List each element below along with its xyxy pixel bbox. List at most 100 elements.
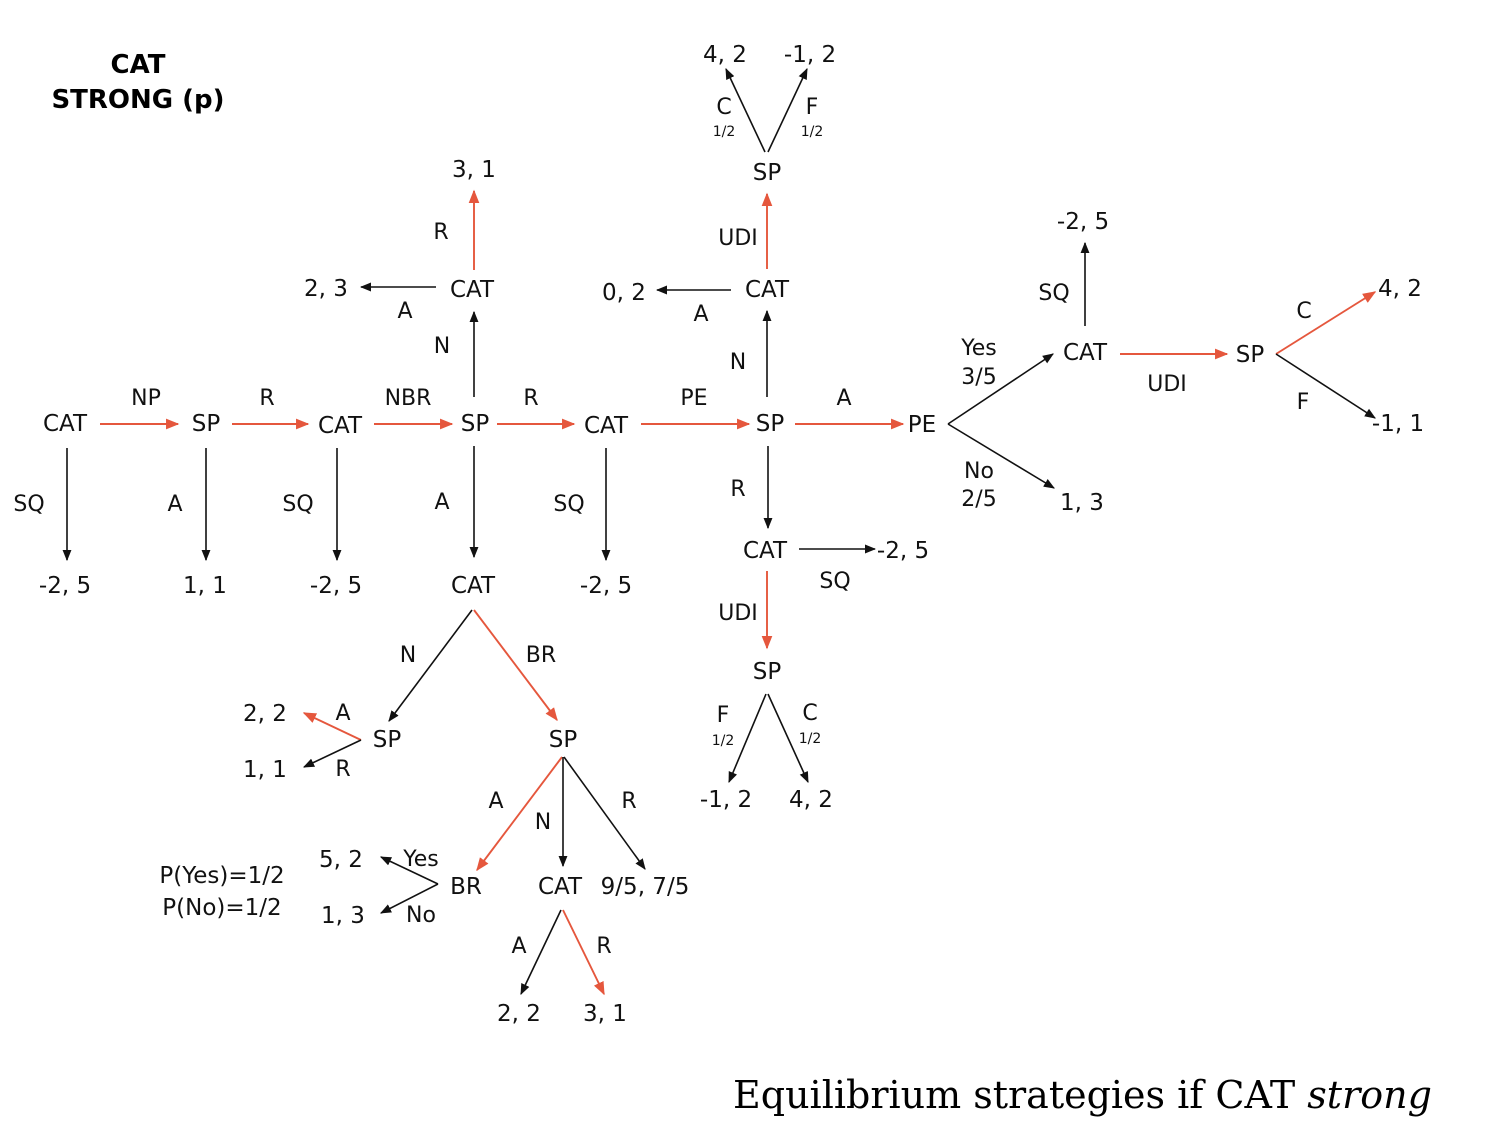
payoff-nbr-a: 2, 3 (304, 276, 348, 302)
payoff-sq-cat3: -2, 5 (580, 573, 632, 599)
edge-label-a-1: A (167, 492, 182, 517)
edge-label-r-cat: R (596, 934, 611, 959)
edge-prob-c-top: 1/2 (713, 124, 736, 140)
payoff-top-f: -1, 2 (784, 42, 836, 68)
caption: Equilibrium strategies if CAT strong (733, 1073, 1432, 1117)
edge-label-r-down: R (730, 477, 745, 502)
node-sp-yes: SP (1236, 342, 1265, 368)
payoff-no: 1, 3 (1060, 490, 1104, 516)
edge-prob-f-bottom: 1/2 (712, 733, 735, 749)
edge-label-udi-yes: UDI (1147, 372, 1187, 397)
edge-r-n (302, 739, 362, 768)
tree-edges (62, 67, 1377, 996)
edge-label-a-br: A (488, 789, 503, 814)
edge-a-br (476, 756, 563, 872)
node-sp-2: SP (461, 411, 490, 437)
edge-label-yes-br: Yes (402, 847, 439, 872)
edge-label-a-2: A (434, 490, 449, 515)
edge-label-r-1: R (259, 386, 274, 411)
payoff-yes-f: -1, 1 (1372, 411, 1424, 437)
edge-label-n-3: N (400, 643, 416, 668)
payoff-cat-a: 2, 2 (497, 1001, 541, 1027)
edge-label-r-nbr: R (433, 220, 448, 245)
edge-label-c-yes: C (1296, 299, 1311, 324)
edge-label-br: BR (526, 643, 556, 668)
edge-label-pe: PE (680, 386, 707, 411)
edge-label-sq-3: SQ (553, 492, 584, 517)
edge-c-yes (1275, 291, 1377, 355)
edge-label-r-br: R (621, 789, 636, 814)
edge-label-no-br: No (406, 903, 436, 928)
node-sp-3: SP (756, 411, 785, 437)
edge-label-f-top: F (806, 95, 819, 120)
payoff-yes-c: 4, 2 (1378, 276, 1422, 302)
edge-n-3 (388, 609, 473, 722)
node-cat-2: CAT (318, 413, 363, 439)
edge-label-yes: Yes (960, 336, 997, 361)
edge-prob-no: 2/5 (961, 487, 996, 512)
edge-r-cat (562, 909, 605, 996)
edge-label-a-pe-2: A (693, 302, 708, 327)
payoff-top-c: 4, 2 (703, 42, 747, 68)
node-cat-pe: CAT (745, 277, 790, 303)
edge-r-br (563, 756, 646, 870)
edge-f-yes (1275, 353, 1376, 419)
edge-label-r-2: R (523, 386, 538, 411)
edge-label-np: NP (131, 386, 161, 411)
edge-label-a-nbr: A (397, 299, 412, 324)
edge-label-n-br: N (535, 810, 551, 835)
payoff-bottom-f: -1, 2 (700, 787, 752, 813)
edge-prob-c-bottom: 1/2 (799, 731, 822, 747)
probability-note-yes: P(Yes)=1/2 (159, 863, 284, 889)
edge-label-c-top: C (716, 95, 731, 120)
node-cat-3: CAT (584, 413, 629, 439)
edge-label-f-yes: F (1297, 390, 1310, 415)
node-sp-1: SP (192, 411, 221, 437)
edge-label-r-n: R (335, 757, 350, 782)
title-line-1: CAT (111, 50, 166, 80)
edge-label-a-n: A (335, 701, 350, 726)
payoff-n-r: 1, 1 (243, 757, 287, 783)
node-cat-root: CAT (43, 411, 88, 437)
edge-label-udi-bottom: UDI (718, 601, 758, 626)
payoff-nbr-r: 3, 1 (452, 157, 496, 183)
edge-label-udi-top: UDI (718, 226, 758, 251)
edge-label-c-bottom: C (802, 701, 817, 726)
payoff-br-no: 1, 3 (321, 903, 365, 929)
node-cat-bottom: CAT (538, 874, 583, 900)
node-sp-n: SP (373, 727, 402, 753)
payoff-yes-sq: -2, 5 (1057, 209, 1109, 235)
payoff-cat-r: 3, 1 (583, 1001, 627, 1027)
probability-note-no: P(No)=1/2 (162, 895, 281, 921)
edge-no-br (380, 883, 439, 914)
node-br: BR (450, 874, 482, 900)
payoff-br-yes: 5, 2 (319, 847, 363, 873)
node-sp-udi-bottom: SP (753, 659, 782, 685)
edge-br (473, 609, 558, 722)
node-cat-a: CAT (451, 573, 496, 599)
payoff-sp-r: 9/5, 7/5 (601, 874, 690, 900)
edge-yes (947, 353, 1054, 425)
edge-prob-yes: 3/5 (961, 365, 996, 390)
payoff-n-a: 2, 2 (243, 701, 287, 727)
edge-c-bottom (767, 693, 809, 784)
edge-label-no: No (964, 459, 994, 484)
edge-yes-br (379, 856, 439, 885)
edge-f-bottom (728, 693, 767, 784)
payoff-sq-cat2: -2, 5 (310, 573, 362, 599)
node-cat-r: CAT (743, 538, 788, 564)
edge-label-nbr: NBR (385, 386, 432, 411)
edge-label-sq-yes: SQ (1038, 281, 1069, 306)
payoff-pe-a: 0, 2 (602, 280, 646, 306)
node-pe: PE (908, 412, 936, 438)
edge-f-top (767, 67, 808, 153)
edge-a-n (302, 712, 362, 741)
payoff-a-sp1: 1, 1 (183, 573, 227, 599)
payoff-sq-root: -2, 5 (39, 573, 91, 599)
edge-prob-f-top: 1/2 (801, 124, 824, 140)
edge-label-sq-1: SQ (13, 492, 44, 517)
edge-c-top (725, 67, 766, 153)
caption-text: Equilibrium strategies if CAT (733, 1073, 1307, 1117)
edge-label-sq-2: SQ (282, 492, 313, 517)
